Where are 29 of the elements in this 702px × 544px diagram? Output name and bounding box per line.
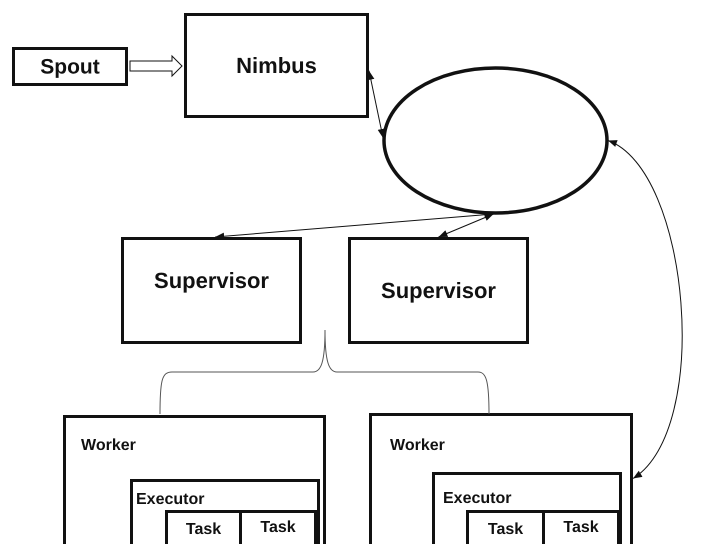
process-box bbox=[12, 47, 128, 86]
process-box bbox=[130, 479, 320, 544]
node-label: Spout bbox=[40, 56, 100, 77]
node-label: Nimbus bbox=[236, 54, 317, 76]
node-label: Task bbox=[186, 522, 222, 538]
node-label: Executor bbox=[443, 491, 512, 507]
block-arrow bbox=[130, 54, 183, 78]
arrow bbox=[608, 140, 683, 479]
ellipse-node bbox=[382, 66, 609, 215]
node-label: Task bbox=[260, 520, 296, 536]
node-label: Worker bbox=[81, 438, 136, 454]
node-label: Executor bbox=[136, 492, 204, 508]
process-box bbox=[121, 237, 302, 344]
process-box bbox=[348, 237, 529, 344]
process-box bbox=[239, 510, 317, 544]
node-label: Worker bbox=[390, 438, 445, 454]
process-box bbox=[63, 415, 326, 544]
process-box bbox=[466, 510, 545, 544]
process-box bbox=[184, 13, 369, 118]
process-box bbox=[542, 510, 620, 544]
arrow bbox=[438, 214, 494, 238]
node-label: Task bbox=[563, 520, 599, 536]
node-label: Task bbox=[488, 522, 524, 538]
process-box bbox=[432, 472, 622, 544]
arrow bbox=[367, 70, 385, 138]
node-label: Supervisor bbox=[154, 270, 269, 292]
process-box bbox=[165, 510, 242, 544]
node-label: Supervisor bbox=[381, 280, 496, 302]
process-box bbox=[369, 413, 633, 544]
